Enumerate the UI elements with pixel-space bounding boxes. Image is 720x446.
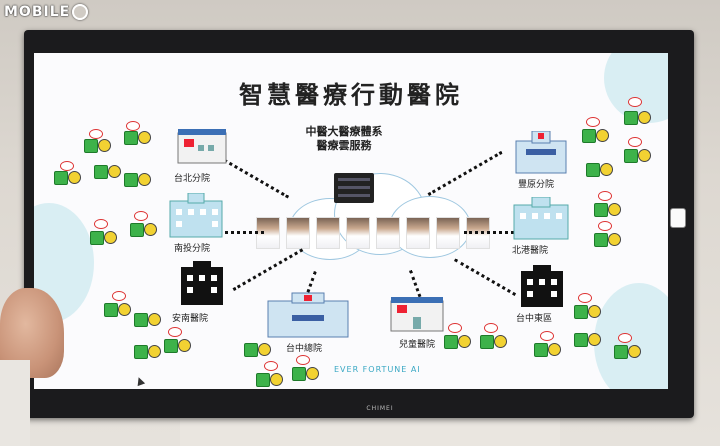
doctor-portrait [436,217,460,249]
slide-title: 智慧醫療行動醫院 [239,81,463,109]
site-watermark: MOBILE [4,4,89,20]
hospital-icon [513,197,569,240]
desk-surface [180,418,560,446]
mouse-cursor-icon [134,375,146,387]
hospital-label-nantou: 南投分院 [174,244,211,254]
doctor-portrait [316,217,340,249]
watermark-text: MOBILE [4,4,71,20]
hospital-icon [390,297,444,332]
doctor-portrait [346,217,370,249]
center-label-line1: 中醫大醫療體系 [305,125,383,138]
connector [214,231,264,237]
hospital-icon [169,193,223,238]
hospital-label-taipei: 台北分院 [174,174,211,184]
presenter-sleeve [0,360,30,446]
doctor-portrait [406,217,430,249]
hospital-icon [515,131,567,174]
hospital-label-beigang: 北港醫院 [512,246,549,256]
hospital-label-annan: 安南醫院 [172,314,209,324]
tv-screen: 智慧醫療行動醫院 中醫大醫療體系 醫療雲服務 台北分院 [34,53,668,389]
hospital-icon [177,129,227,164]
hospital-icon [181,261,223,305]
watermark-badge-icon [72,4,89,20]
server-icon [334,173,374,203]
hospital-label-fengyuan: 豐原分院 [518,180,555,190]
hospital-label-dongqu: 台中東區 [516,314,553,324]
wifi-icon [670,208,686,228]
hospital-icon [267,292,349,338]
center-label-line2: 醫療雲服務 [316,139,372,152]
hospital-label-children: 兒童醫院 [399,340,436,350]
hospital-icon [521,265,563,307]
doctor-portrait [286,217,310,249]
doctor-portrait [376,217,400,249]
hospital-label-taichung: 台中總院 [286,344,323,354]
tv-brand-label: CHIMEI [366,405,394,412]
company-brand: EVER FORTUNE AI [334,365,421,374]
connector [464,231,519,237]
